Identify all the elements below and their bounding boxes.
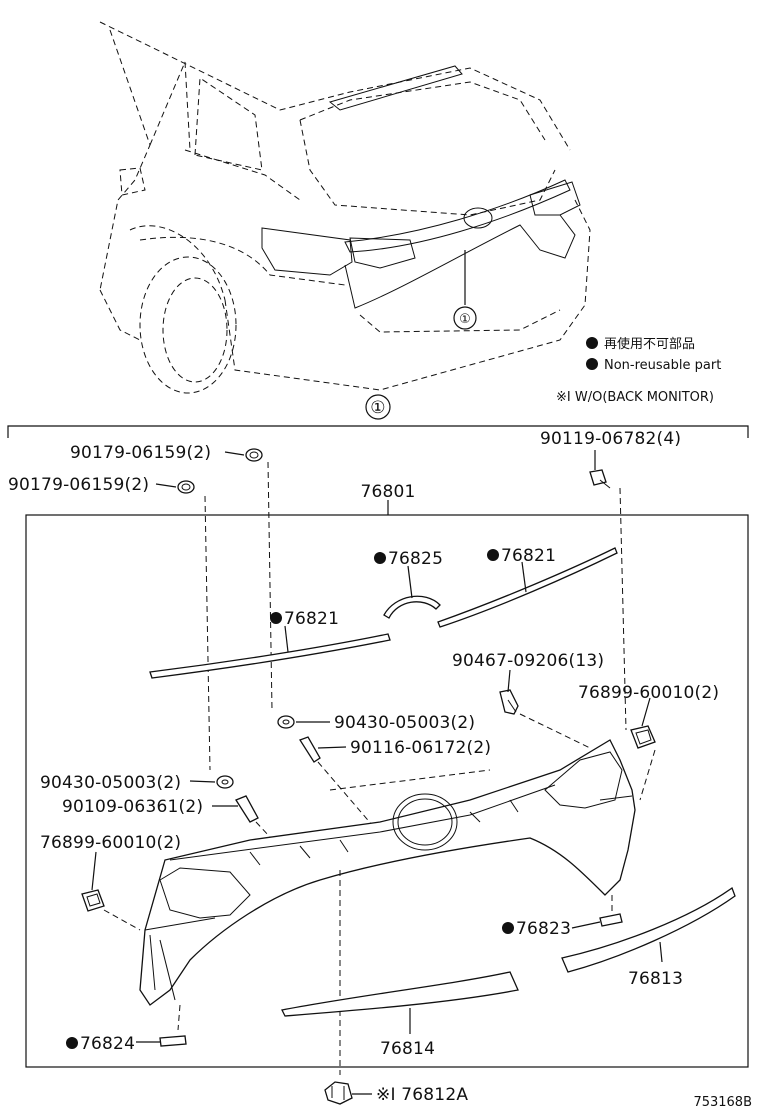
part-number-label: 76825 bbox=[388, 549, 443, 569]
legend-jp: 再使用不可部品 bbox=[604, 336, 695, 352]
push-clip-icon bbox=[499, 689, 519, 715]
part-number-label: 90119-06782(4) bbox=[540, 429, 681, 449]
section-bracket: ① bbox=[7, 394, 749, 438]
non-reusable-dot-icon bbox=[586, 358, 598, 370]
nut-icon bbox=[630, 725, 656, 749]
part-number-label: 76899-60010(2) bbox=[40, 833, 181, 853]
non-reusable-dot-icon bbox=[487, 549, 499, 561]
part-number-label: 76814 bbox=[380, 1039, 435, 1059]
screw-icon bbox=[299, 736, 321, 763]
part-labels: 90179-06159(2) 90179-06159(2) 90119-06782(… bbox=[8, 429, 719, 1105]
legend: 再使用不可部品 Non-reusable part ※I W/O(BACK MO… bbox=[556, 336, 721, 405]
non-reusable-dot-icon bbox=[586, 337, 598, 349]
part-number-label: 76823 bbox=[516, 919, 571, 939]
assembly-number: 76801 bbox=[360, 482, 415, 502]
center-molding-piece bbox=[383, 595, 441, 619]
clip-icon bbox=[177, 480, 195, 494]
non-reusable-dot-icon bbox=[502, 922, 514, 934]
clip-icon bbox=[245, 448, 263, 462]
part-number-label: 90179-06159(2) bbox=[70, 443, 211, 463]
non-reusable-dot-icon bbox=[270, 612, 282, 624]
washer-icon bbox=[277, 715, 295, 729]
part-number-label: 76821 bbox=[284, 609, 339, 629]
part-number-label: 90116-06172(2) bbox=[350, 738, 491, 758]
part-number-label: 76813 bbox=[628, 969, 683, 989]
callout-one-top: ① bbox=[459, 312, 471, 327]
screw-icon bbox=[589, 469, 611, 489]
washer-icon bbox=[216, 775, 234, 789]
screw-icon bbox=[235, 795, 259, 823]
vehicle-rear-view: ① bbox=[99, 21, 591, 394]
right-lower-molding bbox=[561, 886, 736, 973]
right-pad bbox=[599, 913, 623, 927]
part-number-label: 90467-09206(13) bbox=[452, 651, 604, 671]
legend-en: Non-reusable part bbox=[604, 358, 721, 373]
center-lower-molding bbox=[281, 971, 519, 1017]
non-reusable-dot-icon bbox=[66, 1037, 78, 1049]
right-upper-molding bbox=[437, 547, 618, 628]
legend-note: ※I W/O(BACK MONITOR) bbox=[556, 390, 714, 405]
part-number-label: 76899-60010(2) bbox=[578, 683, 719, 703]
diagram-code: 753168B bbox=[693, 1095, 752, 1110]
callout-one: ① bbox=[370, 398, 385, 418]
part-number-label: ※I 76812A bbox=[376, 1085, 468, 1105]
non-reusable-dot-icon bbox=[374, 552, 386, 564]
nut-icon bbox=[81, 889, 105, 912]
part-number-label: 90109-06361(2) bbox=[62, 797, 203, 817]
left-pad bbox=[159, 1035, 187, 1047]
part-number-label: 90430-05003(2) bbox=[40, 773, 181, 793]
part-number-label: 76824 bbox=[80, 1034, 135, 1054]
bracket-icon bbox=[324, 1081, 353, 1105]
part-number-label: 90179-06159(2) bbox=[8, 475, 149, 495]
part-number-label: 76821 bbox=[501, 546, 556, 566]
assembly-frame bbox=[25, 514, 749, 1068]
back-door-garnish bbox=[139, 739, 636, 1006]
part-number-label: 90430-05003(2) bbox=[334, 713, 475, 733]
left-upper-molding bbox=[149, 633, 391, 679]
